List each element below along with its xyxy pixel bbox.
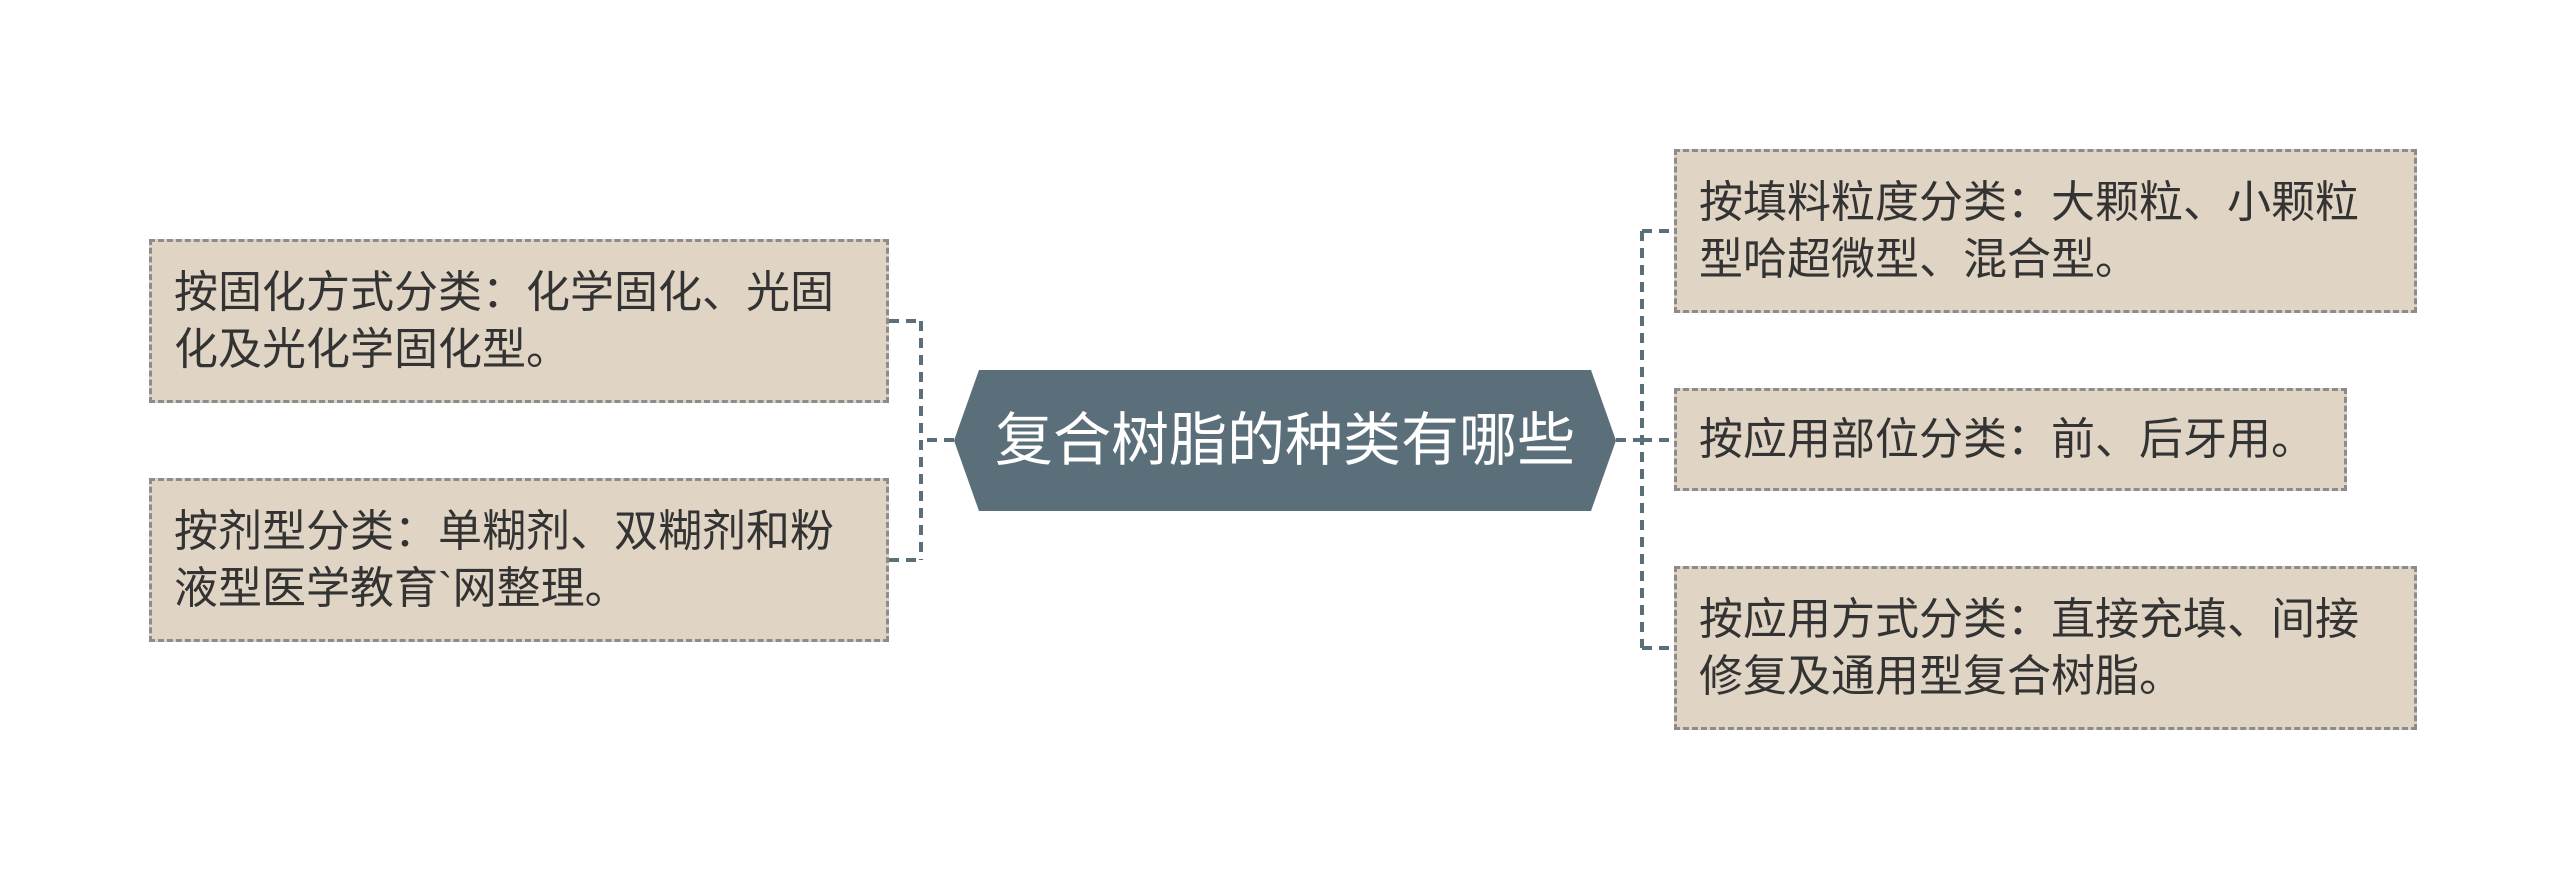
topic-node-application-site: 按应用部位分类：前、后牙用。 (1674, 388, 2347, 491)
topic-node-label: 按固化方式分类：化学固化、光固化及光化学固化型。 (174, 268, 834, 374)
topic-node-label: 按剂型分类：单糊剂、双糊剂和粉液型医学教育`网整理。 (174, 507, 834, 613)
central-topic-label: 复合树脂的种类有哪些 (994, 407, 1575, 473)
topic-node-application-method: 按应用方式分类：直接充填、间接修复及通用型复合树脂。 (1674, 566, 2417, 730)
topic-node-filler-size: 按填料粒度分类：大颗粒、小颗粒型哈超微型、混合型。 (1674, 149, 2417, 313)
topic-node-dosage-form: 按剂型分类：单糊剂、双糊剂和粉液型医学教育`网整理。 (149, 478, 889, 642)
central-topic: 复合树脂的种类有哪些 (954, 370, 1616, 511)
topic-node-curing-method: 按固化方式分类：化学固化、光固化及光化学固化型。 (149, 239, 889, 403)
topic-node-label: 按填料粒度分类：大颗粒、小颗粒型哈超微型、混合型。 (1699, 178, 2359, 284)
topic-node-label: 按应用部位分类：前、后牙用。 (1699, 415, 2315, 464)
topic-node-label: 按应用方式分类：直接充填、间接修复及通用型复合树脂。 (1699, 595, 2359, 701)
